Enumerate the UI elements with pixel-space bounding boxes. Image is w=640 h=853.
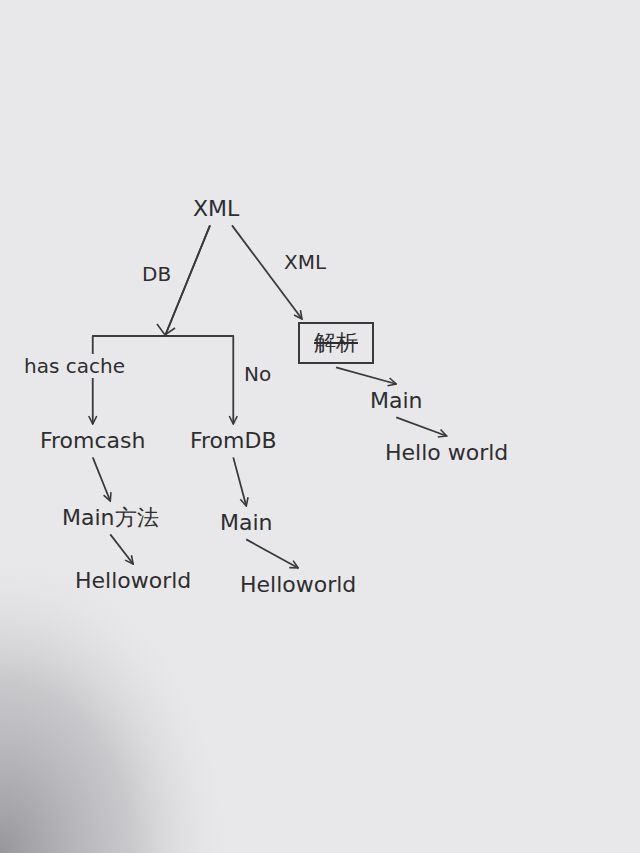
node-text: Hello world — [385, 440, 508, 466]
flow-arrow — [233, 457, 246, 506]
flow-arrow — [165, 225, 233, 424]
flow-arrow — [93, 457, 111, 501]
step-text: Main方法 — [62, 505, 159, 531]
process-box: 解析 — [298, 322, 374, 364]
output-text: Hello world — [385, 440, 508, 466]
node-text: Helloworld — [240, 572, 356, 598]
node-text: Helloworld — [75, 568, 191, 594]
edge-label: No — [242, 362, 273, 386]
node-text: XML — [193, 196, 239, 222]
node-text: FromDB — [190, 428, 277, 454]
node-text: Main — [220, 510, 273, 536]
flow-arrow — [93, 225, 210, 424]
step-text: Main — [370, 388, 423, 414]
start-node: XML — [193, 196, 239, 222]
output-text: Helloworld — [75, 568, 191, 594]
step-text: Main — [220, 510, 273, 536]
edge-label: has cache — [22, 354, 127, 378]
step-text: Fromcash — [40, 428, 146, 454]
node-text: 解析 — [314, 330, 358, 356]
flow-arrow — [110, 534, 133, 564]
flow-arrow — [336, 367, 396, 384]
output-text: Helloworld — [240, 572, 356, 598]
node-text: Main方法 — [62, 505, 159, 531]
branch-label: DB — [140, 262, 173, 286]
flow-arrow — [246, 539, 298, 568]
edge-label: XML — [282, 250, 328, 274]
node-text: Fromcash — [40, 428, 146, 454]
node-text: Main — [370, 388, 423, 414]
flow-arrow — [396, 417, 446, 436]
step-text: FromDB — [190, 428, 277, 454]
